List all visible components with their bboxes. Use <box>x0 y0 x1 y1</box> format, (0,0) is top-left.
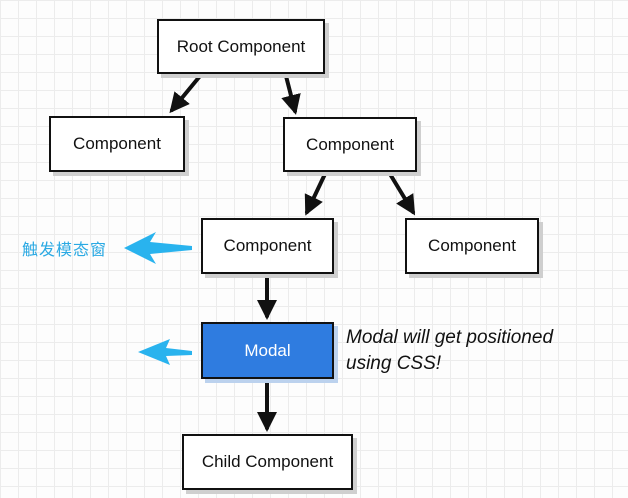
modal-node: Modal <box>201 322 334 379</box>
edge-middle-to-right <box>388 172 416 216</box>
modal-annotation-arrow <box>138 339 192 365</box>
edge-middle-to-trigger <box>304 172 327 216</box>
edge-root-to-middle <box>281 74 301 115</box>
child-component-node: Child Component <box>182 434 353 490</box>
left-component-node: Component <box>49 116 185 172</box>
trigger-component-node: Component <box>201 218 334 274</box>
root-component-node: Root Component <box>157 19 325 74</box>
modal-position-note: Modal will get positioned using CSS! <box>346 325 553 377</box>
modal-note-line-2: using CSS! <box>346 353 442 374</box>
edge-root-to-left <box>169 74 202 114</box>
middle-component-node: Component <box>283 117 417 172</box>
right-component-node: Component <box>405 218 539 274</box>
trigger-modal-label: 触发模态窗 <box>22 242 108 259</box>
modal-note-line-1: Modal will get positioned <box>346 327 554 348</box>
trigger-annotation-arrow <box>124 232 192 264</box>
